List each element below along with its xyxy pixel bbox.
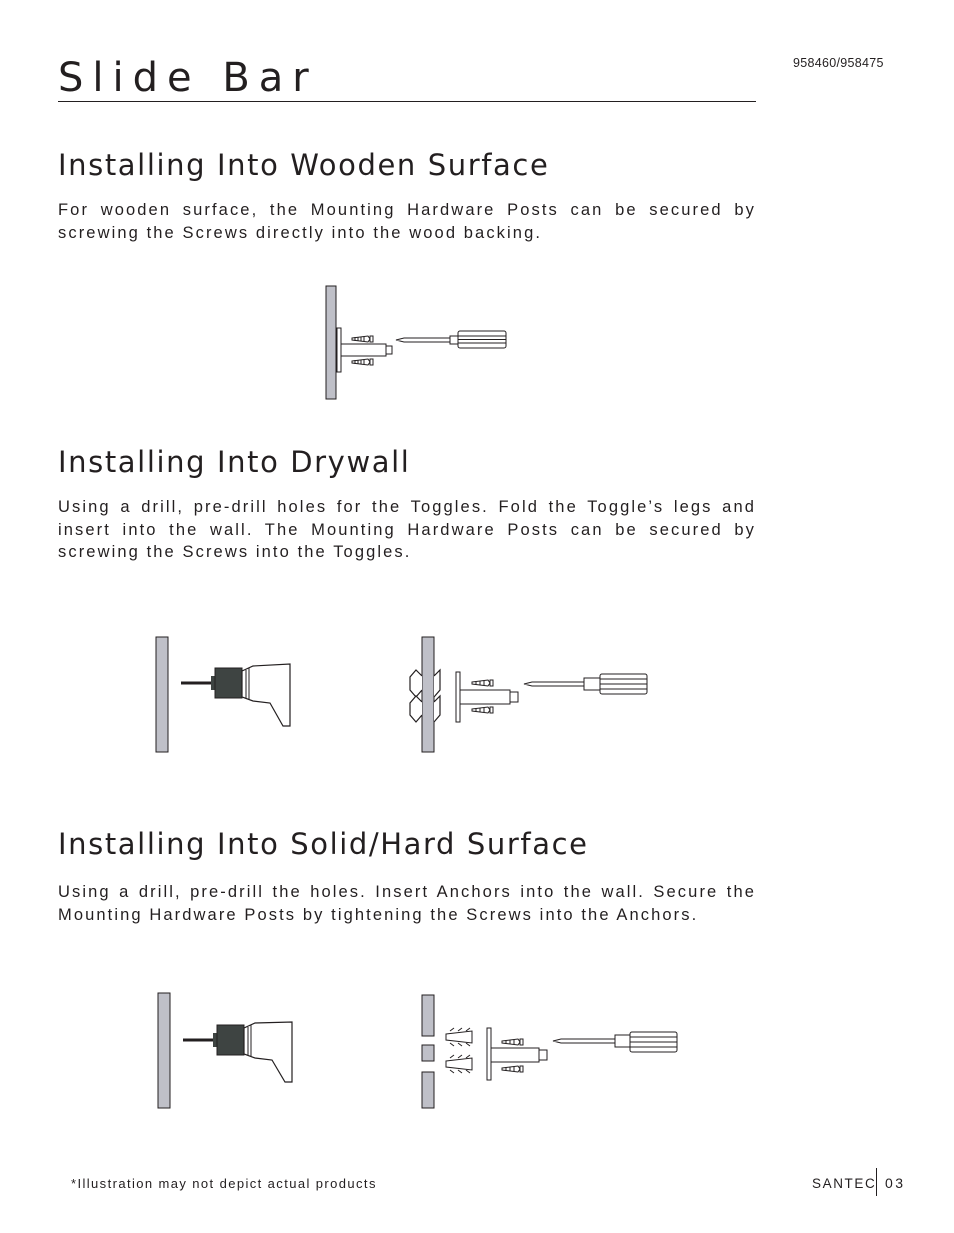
screw xyxy=(471,679,494,687)
mounting-post xyxy=(340,343,387,357)
drywall-toggle-illustration xyxy=(409,636,648,753)
solid-anchor-illustration xyxy=(421,994,678,1109)
wall-panel xyxy=(325,285,337,400)
mounting-plate xyxy=(486,1027,492,1081)
mounting-post xyxy=(459,689,511,705)
wall-segment xyxy=(421,1044,435,1062)
screw xyxy=(351,335,374,343)
mounting-post xyxy=(490,1047,540,1063)
screw xyxy=(351,358,374,366)
section-body-wooden: For wooden surface, the Mounting Hardwar… xyxy=(58,201,756,242)
section-body-drywall: Using a drill, pre-drill holes for the T… xyxy=(58,498,756,561)
section-body-solid: Using a drill, pre-drill the holes. Inse… xyxy=(58,883,756,924)
screwdriver xyxy=(523,673,648,695)
wall-anchor xyxy=(445,1054,473,1074)
brand-name: SANTEC xyxy=(812,1176,877,1191)
drill xyxy=(213,1021,293,1083)
section-heading-solid: Installing Into Solid/Hard Surface xyxy=(58,827,589,861)
toggle-anchor xyxy=(409,668,441,698)
drywall-drill-illustration xyxy=(155,636,291,753)
title-underline xyxy=(58,101,756,102)
screw xyxy=(471,706,494,714)
model-codes: 958460/958475 xyxy=(793,56,884,70)
wall-segment xyxy=(421,1071,435,1109)
mounting-plate xyxy=(455,671,461,723)
wooden-surface-illustration xyxy=(325,285,507,400)
solid-drill-illustration xyxy=(157,992,293,1109)
footer-divider xyxy=(876,1168,877,1196)
page-number: 03 xyxy=(885,1175,906,1191)
wall-segment xyxy=(421,994,435,1037)
drill xyxy=(211,663,291,727)
screw xyxy=(501,1038,524,1046)
mounting-plate xyxy=(336,327,342,373)
wall-panel xyxy=(155,636,169,753)
wall-panel xyxy=(421,636,435,753)
toggle-anchor xyxy=(409,694,441,723)
screwdriver xyxy=(552,1031,678,1053)
wall-anchor xyxy=(445,1027,473,1047)
page-title: Slide Bar xyxy=(58,55,318,101)
screwdriver xyxy=(395,330,507,349)
section-heading-wooden: Installing Into Wooden Surface xyxy=(58,148,550,182)
wall-panel xyxy=(157,992,171,1109)
illustration-disclaimer: *Illustration may not depict actual prod… xyxy=(71,1176,377,1191)
screw xyxy=(501,1065,524,1073)
section-heading-drywall: Installing Into Drywall xyxy=(58,445,411,479)
